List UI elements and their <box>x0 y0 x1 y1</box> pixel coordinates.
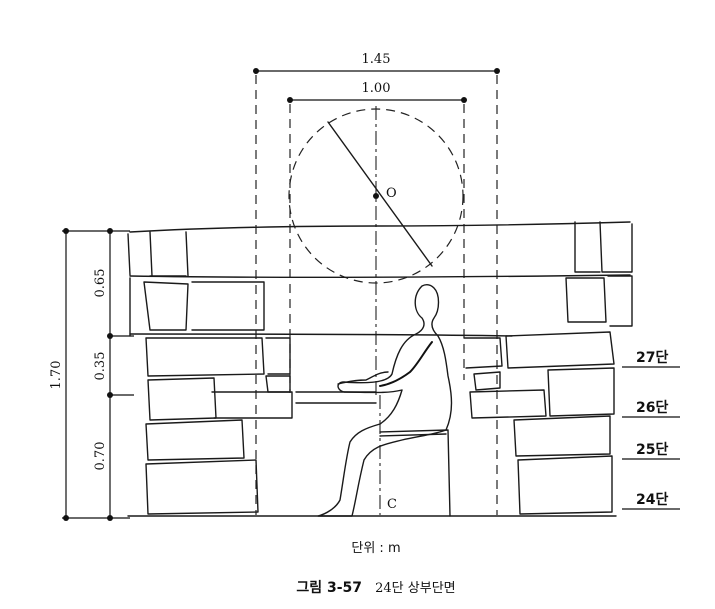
unit-label: 단위 : m <box>351 541 400 556</box>
caption-title: 24단 상부단면 <box>375 581 455 596</box>
total-height-label: 1.70 <box>49 361 64 390</box>
overall-width-label: 1.45 <box>362 52 391 67</box>
guide-lines <box>255 75 498 515</box>
dimension-heights: 1.70 0.65 0.35 0.70 <box>49 228 134 521</box>
inner-width-label: 1.00 <box>362 81 391 96</box>
course-label-26: 26단 <box>636 399 668 416</box>
base-label: C <box>387 497 397 512</box>
middle-height-label: 0.35 <box>93 352 108 381</box>
course-label-24: 24단 <box>636 491 668 508</box>
furniture <box>295 391 451 517</box>
lower-height-label: 0.70 <box>93 442 108 471</box>
course-label-27: 27단 <box>636 349 668 366</box>
center-point <box>373 193 379 199</box>
center-label: O <box>386 186 397 201</box>
dimension-overall-width: 1.45 <box>253 52 500 74</box>
seated-figure <box>317 283 453 517</box>
dimension-inner-width: 1.00 <box>287 81 467 103</box>
dashed-circle: O <box>288 108 464 284</box>
upper-height-label: 0.65 <box>93 269 108 298</box>
stone-masonry <box>127 221 633 517</box>
figure-caption: 그림 3-57 24단 상부단면 <box>296 577 455 596</box>
caption-number: 그림 3-57 <box>296 580 362 596</box>
course-labels: 27단 26단 25단 24단 <box>622 349 680 510</box>
course-label-25: 25단 <box>636 441 668 458</box>
